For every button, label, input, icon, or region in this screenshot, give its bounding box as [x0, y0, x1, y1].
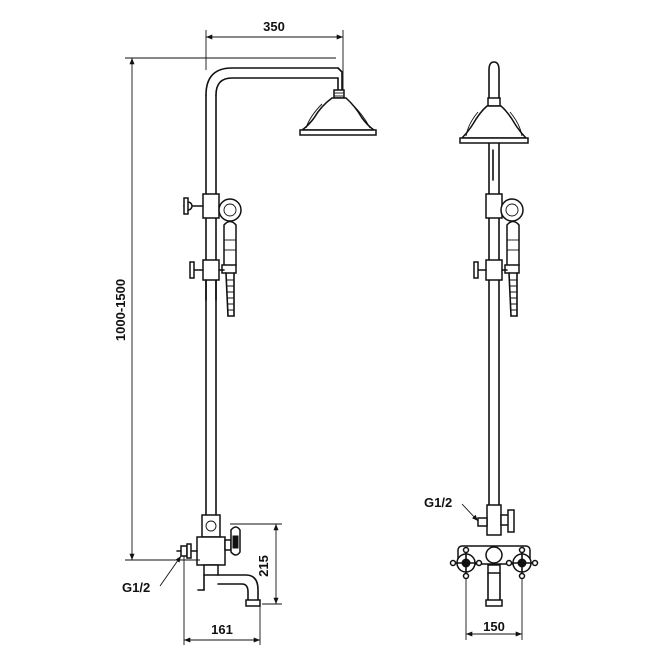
- dim-height-range-label: 1000-1500: [113, 279, 128, 341]
- dim-spout-reach: 161: [183, 556, 261, 645]
- front-left-handle: [449, 546, 483, 580]
- side-hand-shower: [221, 220, 237, 317]
- dim-mixer-height-label: 215: [256, 555, 271, 577]
- front-view: 150 G1/2: [424, 61, 539, 640]
- side-upper-slider: [183, 193, 242, 222]
- front-shower-head: [459, 105, 529, 144]
- front-lower-slider: [473, 259, 508, 281]
- front-upper-slider: [485, 193, 524, 222]
- side-lower-slider: [189, 259, 225, 301]
- side-view: 350 1000-1500 215 161 G1/2: [113, 19, 377, 645]
- dim-mixer-height: 215: [230, 523, 282, 605]
- side-shower-head: [299, 89, 377, 136]
- dim-top-width: 350: [205, 19, 344, 90]
- dim-spout-reach-label: 161: [211, 622, 233, 637]
- front-diverter: [477, 504, 515, 536]
- dim-centres: 150: [465, 578, 523, 640]
- front-right-handle: [505, 546, 539, 580]
- side-inlet-callout: G1/2: [122, 555, 182, 595]
- dim-top-width-label: 350: [263, 19, 285, 34]
- front-mixer-bar: [449, 545, 539, 607]
- side-mixer: [176, 514, 261, 607]
- front-hand-shower: [504, 220, 520, 317]
- front-inlet-label: G1/2: [424, 495, 452, 510]
- dim-height-range: 1000-1500: [113, 57, 336, 561]
- front-inlet-callout: G1/2: [424, 495, 479, 522]
- side-inlet-label: G1/2: [122, 580, 150, 595]
- dim-centres-label: 150: [483, 619, 505, 634]
- side-riser-pipe: [205, 67, 343, 516]
